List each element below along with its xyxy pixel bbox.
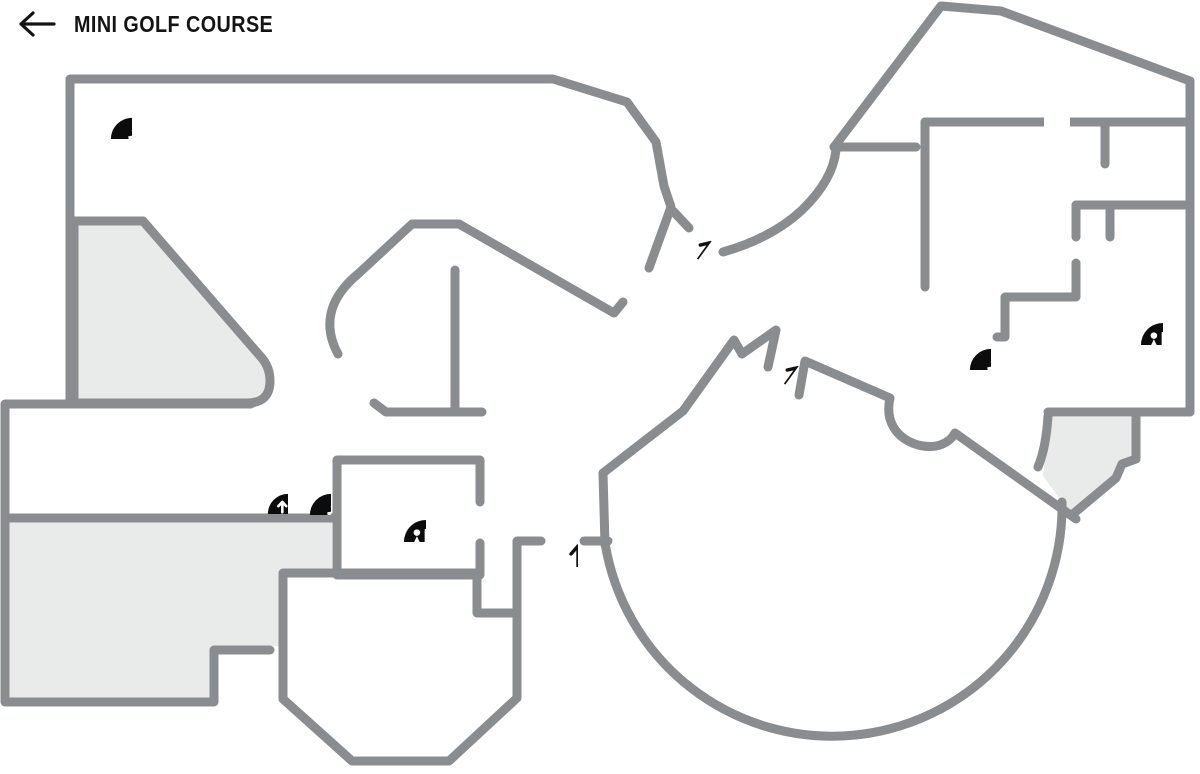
header: MINI GOLF COURSE bbox=[14, 8, 306, 40]
region-fills bbox=[5, 216, 1132, 698]
page-title: MINI GOLF COURSE bbox=[74, 10, 274, 37]
marker-elevator-1[interactable] bbox=[246, 472, 288, 514]
marker-stairs-3[interactable] bbox=[947, 326, 991, 370]
stairs-icon bbox=[88, 95, 132, 139]
restroom-icon bbox=[1117, 299, 1163, 345]
marker-stairs-2[interactable] bbox=[287, 471, 331, 515]
stairs-icon bbox=[947, 326, 991, 370]
back-button[interactable] bbox=[14, 8, 58, 40]
marker-restroom-2[interactable] bbox=[1117, 299, 1163, 345]
back-arrow-icon bbox=[19, 11, 56, 37]
elevator-icon bbox=[246, 472, 288, 514]
region-lower-left bbox=[5, 522, 332, 698]
region-left-pentagon bbox=[69, 216, 275, 408]
passage-arrow-1 bbox=[690, 205, 716, 257]
marker-stairs-1[interactable] bbox=[88, 95, 132, 139]
double-arrow-icon bbox=[552, 515, 578, 567]
passage-arrow-3 bbox=[552, 515, 578, 567]
stairs-icon bbox=[287, 471, 331, 515]
marker-restroom-1[interactable] bbox=[380, 496, 426, 542]
passage-arrow-2 bbox=[777, 330, 803, 382]
door-opening bbox=[1044, 113, 1070, 130]
restroom-icon bbox=[380, 496, 426, 542]
region-right-quad bbox=[1043, 417, 1132, 513]
